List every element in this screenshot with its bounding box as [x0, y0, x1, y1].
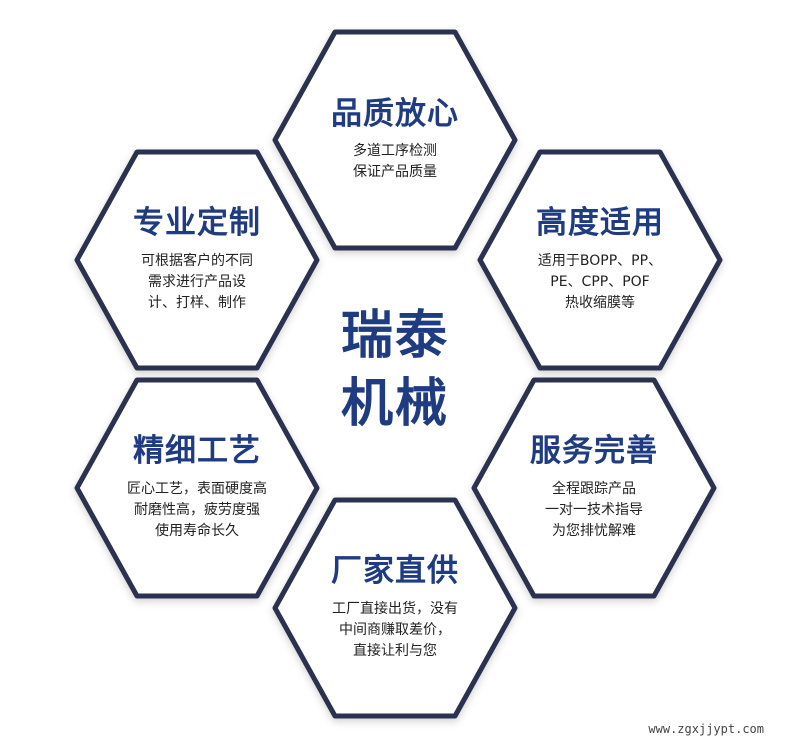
hexagon-direct-supply: 厂家直供 工厂直接出货，没有 中间商赚取差价， 直接让利与您: [275, 500, 515, 716]
hexagon-outline: [74, 149, 320, 371]
hexagon-text: 工厂直接出货，没有: [332, 600, 458, 617]
hexagon-title: 品质放心: [331, 95, 459, 132]
hexagon-outline: [272, 29, 518, 251]
hexagon-craft: 精细工艺 匠心工艺，表面硬度高 耐磨性高，疲劳度强 使用寿命长久: [77, 380, 317, 596]
watermark: www.zgxjjypt.com: [648, 722, 764, 736]
hexagon-outline: [272, 497, 518, 719]
hexagon-text: 为您排忧解难: [552, 522, 636, 539]
hexagon-text: 需求进行产品设: [148, 273, 246, 290]
hexagon-title: 厂家直供: [331, 553, 459, 590]
hexagon-title: 专业定制: [133, 205, 261, 242]
hexagon-title: 服务完善: [530, 433, 658, 470]
company-name-line2: 机械: [340, 374, 449, 434]
hexagon-text: 匠心工艺，表面硬度高: [127, 480, 267, 497]
hexagon-outline: [471, 377, 717, 599]
hexagon-text: 中间商赚取差价，: [339, 621, 451, 638]
hexagon-custom: 专业定制 可根据客户的不同 需求进行产品设 计、打样、制作: [77, 152, 317, 368]
hexagon-text: 适用于BOPP、PP、: [537, 252, 663, 269]
company-name-line1: 瑞泰: [340, 306, 449, 366]
hexagon-text: 一对一技术指导: [545, 501, 643, 518]
hexagon-outline: [74, 377, 320, 599]
hexagon-service: 服务完善 全程跟踪产品 一对一技术指导 为您排忧解难: [474, 380, 714, 596]
hexagon-text: 计、打样、制作: [148, 294, 246, 311]
hexagon-text: 热收缩膜等: [565, 294, 635, 311]
hexagon-text: 使用寿命长久: [155, 522, 239, 539]
hexagon-applicable: 高度适用 适用于BOPP、PP、 PE、CPP、POF 热收缩膜等: [480, 152, 720, 368]
hexagon-text: 多道工序检测: [353, 143, 437, 160]
hexagon-text: 保证产品质量: [353, 164, 437, 181]
hexagon-text: 全程跟踪产品: [552, 480, 636, 497]
hexagon-outline: [477, 149, 723, 371]
hexagon-text: PE、CPP、POF: [550, 273, 650, 290]
company-name: 瑞泰 机械: [305, 302, 485, 438]
hexagon-text: 直接让利与您: [353, 642, 437, 659]
hexagon-quality: 品质放心 多道工序检测 保证产品质量: [275, 32, 515, 248]
hexagon-text: 可根据客户的不同: [141, 252, 253, 269]
hexagon-text: 耐磨性高，疲劳度强: [134, 501, 260, 518]
hexagon-title: 高度适用: [536, 205, 664, 242]
hexagon-title: 精细工艺: [133, 433, 261, 470]
